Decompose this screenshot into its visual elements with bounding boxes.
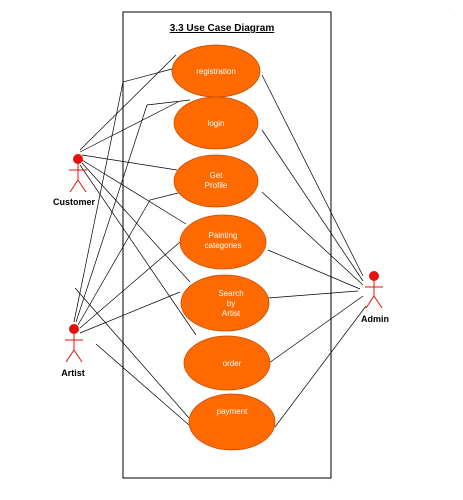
use-case-get-profile-label-line-2: Profile — [205, 181, 228, 190]
customer-stick-figure-icon — [69, 154, 87, 193]
use-case-get-profile: Get Profile — [173, 154, 259, 208]
use-case-registration: registration — [171, 44, 261, 98]
actor-customer: Customer — [53, 154, 96, 207]
use-case-search-by-artist-label-line-1: Search — [218, 289, 243, 298]
system-boundary — [122, 11, 332, 479]
use-case-painting-categories: Painting categories — [179, 214, 267, 270]
actor-admin-label: Admin — [361, 314, 389, 324]
actor-artist-label: Artist — [61, 368, 85, 378]
use-case-search-by-artist: Search by Artist — [180, 274, 270, 332]
corner-mark: · — [448, 6, 450, 12]
use-case-payment: payment — [188, 393, 276, 451]
association-lines — [73, 54, 367, 428]
use-case-get-profile-label-line-1: Get — [210, 171, 224, 180]
use-case-search-by-artist-label-line-3: Artist — [222, 309, 241, 318]
use-case-login-label: login — [208, 119, 225, 128]
use-case-painting-categories-label-line-2: categories — [205, 241, 242, 250]
edge-mark: · — [334, 480, 336, 486]
use-case-payment-label: payment — [217, 407, 248, 416]
use-case-registration-label: registration — [196, 67, 236, 76]
use-case-login: login — [173, 96, 259, 150]
actor-artist: Artist — [61, 324, 85, 378]
use-case-painting-categories-label-line-1: Painting — [209, 231, 238, 240]
actor-admin: Admin — [361, 271, 389, 324]
actor-customer-label: Customer — [53, 197, 96, 207]
use-case-search-by-artist-label-line-2: by — [227, 299, 235, 308]
admin-stick-figure-icon — [365, 271, 383, 309]
use-case-order-label: order — [223, 359, 242, 368]
artist-stick-figure-icon — [65, 324, 83, 363]
diagram-title: 3.3 Use Case Diagram — [170, 23, 275, 34]
use-case-order: order — [183, 335, 271, 391]
